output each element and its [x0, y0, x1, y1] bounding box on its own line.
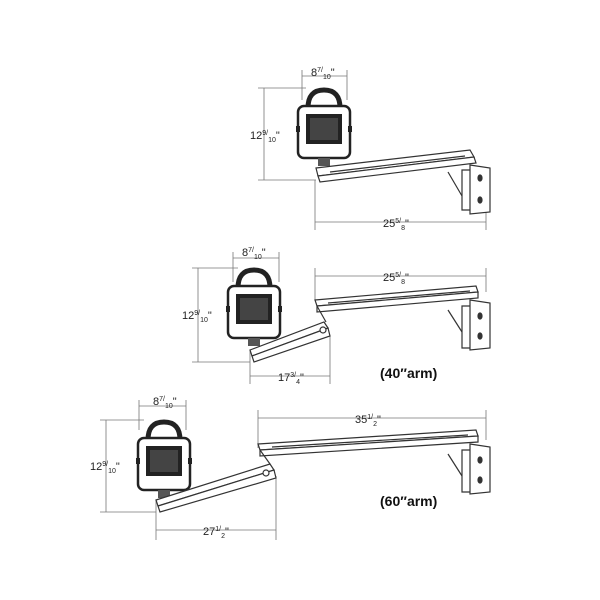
- arm-top-dimension-3: [257, 410, 487, 448]
- arm-bottom-label-3: 271/2": [203, 526, 229, 540]
- height-dimension-1: [258, 87, 316, 181]
- height-dimension-3: [100, 419, 156, 513]
- height-dimension-2: [192, 267, 250, 363]
- figure-60-arm: 87/10" 129/10" 351/2" 271/2": [90, 396, 491, 540]
- width-label-1: 87/10": [311, 67, 335, 81]
- arm-top-label-1: 255/8": [383, 218, 409, 232]
- straight-arm-1: [315, 149, 477, 183]
- figure-fixed-arm: 87/10" 129/10" 255/8": [250, 67, 491, 232]
- height-label-2: 129/10": [182, 310, 212, 324]
- lower-arm-2: [249, 305, 331, 363]
- height-label-1: 129/10": [250, 130, 280, 144]
- arm-top-label-3: 351/2": [355, 414, 381, 428]
- width-label-3: 87/10": [153, 396, 177, 410]
- wall-bracket-3: [447, 443, 491, 495]
- arm-bottom-dimension-2: [249, 336, 331, 384]
- upper-arm-2: [314, 285, 479, 313]
- height-label-3: 129/10": [90, 461, 120, 475]
- arm-bottom-dimension-3: [155, 476, 277, 540]
- flood-light-1: [296, 87, 352, 166]
- arm-bottom-label-2: 173/4": [278, 372, 304, 386]
- arm-top-dimension-2: [314, 268, 487, 300]
- upper-arm-3: [257, 429, 479, 457]
- width-dimension-3: [138, 400, 187, 430]
- lower-arm-3: [155, 449, 277, 513]
- figure-40-arm: 87/10" 129/10" 255/8" 173/4": [182, 247, 491, 386]
- width-label-2: 87/10": [242, 247, 266, 261]
- flood-light-2: [226, 267, 282, 346]
- arm-size-label-2: (40″arm): [380, 365, 437, 381]
- width-dimension-1: [301, 70, 348, 100]
- arm-size-label-3: (60″arm): [380, 493, 437, 509]
- wall-bracket-2: [447, 299, 491, 351]
- wall-bracket-1: [447, 164, 491, 215]
- width-dimension-2: [232, 252, 280, 282]
- arm-top-label-2: 255/8": [383, 272, 409, 286]
- flood-light-3: [136, 419, 192, 498]
